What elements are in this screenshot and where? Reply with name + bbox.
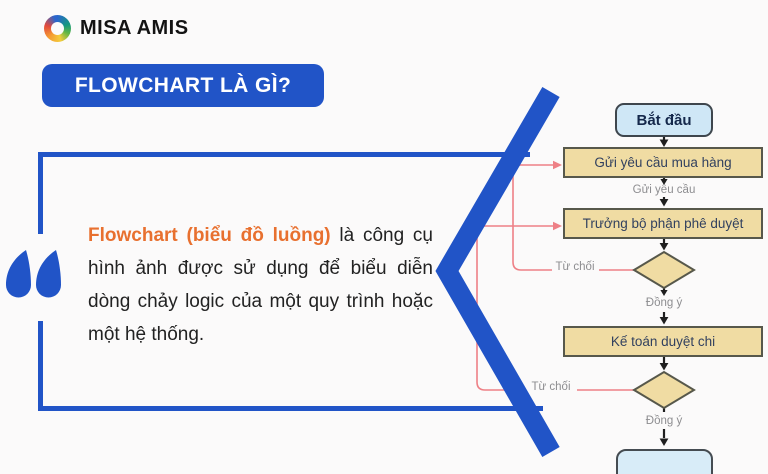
edge-label-reject-2: Từ chối [531,381,571,393]
flow-node-accountant-approve-label: Kế toán duyệt chi [610,334,716,349]
edge-label-send-request: Gửi yêu cầu [632,184,696,196]
decision-diamond-2 [632,370,696,410]
page-title: FLOWCHART LÀ GÌ? [74,73,292,97]
decision-diamond-1 [632,250,696,290]
flow-node-request-label: Gửi yêu cầu mua hàng [594,155,732,170]
quote-frame-left-upper [38,152,43,234]
definition-paragraph: Flowchart (biểu đồ luồng) là công cụ hìn… [88,219,433,351]
title-banner: FLOWCHART LÀ GÌ? [42,64,324,107]
quote-frame-bottom [38,406,543,411]
quote-frame-left-lower [38,321,43,411]
quote-frame-top [38,152,530,157]
flow-node-request: Gửi yêu cầu mua hàng [563,147,763,178]
brand-logo: MISA AMIS [44,15,189,42]
brand-name: MISA AMIS [80,17,189,39]
edge-label-agree-2: Đồng ý [645,415,683,427]
flow-node-manager-approve-label: Trưởng bộ phận phê duyệt [582,216,744,231]
edge-label-reject-1: Từ chối [555,261,595,273]
flow-node-start-label: Bắt đầu [636,111,692,129]
flow-node-start: Bắt đầu [615,103,713,137]
flow-arrowheads [659,139,669,446]
edge-label-agree-1: Đồng ý [645,297,683,309]
reject-arrowheads [553,160,562,231]
misa-logo-icon [44,15,71,42]
quote-icon [4,248,62,307]
decision-diamonds [632,250,696,410]
definition-body: là công cụ hình ảnh được sử dụng để biểu… [88,225,433,345]
flow-node-manager-approve: Trưởng bộ phận phê duyệt [563,208,763,239]
flow-node-accountant-approve: Kế toán duyệt chi [563,326,763,357]
flow-node-end [616,449,713,474]
definition-highlight: Flowchart (biểu đồ luồng) [88,225,331,246]
